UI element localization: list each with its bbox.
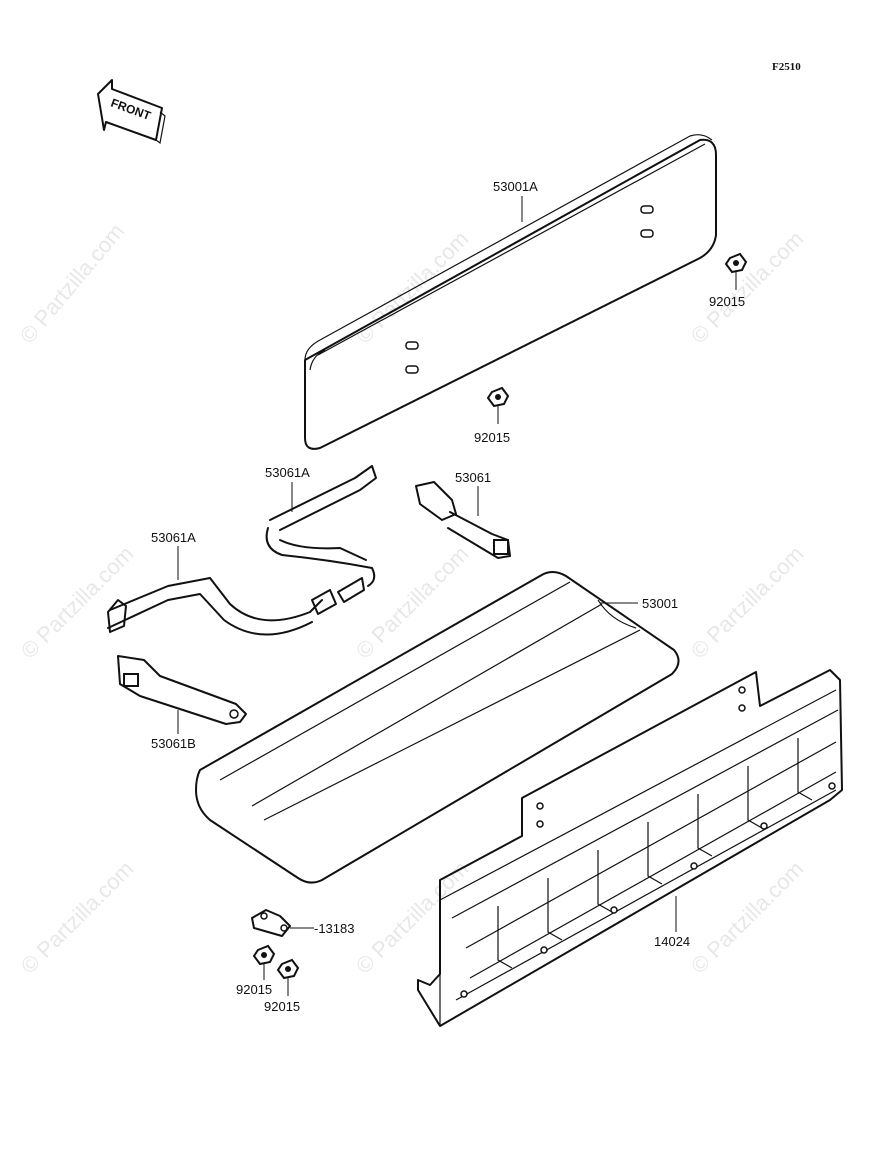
part-label-53061A[interactable]: 53061A bbox=[265, 465, 310, 480]
buckle-53061 bbox=[415, 481, 511, 559]
watermark-top-right: © Partzilla.com bbox=[686, 226, 809, 349]
watermark-mid-right: © Partzilla.com bbox=[686, 541, 809, 664]
part-label-13183[interactable]: -13183 bbox=[314, 921, 354, 936]
part-label-92015[interactable]: 92015 bbox=[264, 999, 300, 1014]
part-label-92015[interactable]: 92015 bbox=[474, 430, 510, 445]
watermark-left: © Partzilla.com bbox=[15, 219, 129, 349]
part-label-53061A[interactable]: 53061A bbox=[151, 530, 196, 545]
seat-cushion bbox=[195, 571, 680, 884]
panel-rib-pattern bbox=[465, 738, 837, 979]
panel-hole-icon bbox=[460, 686, 836, 998]
part-label-53061[interactable]: 53061 bbox=[455, 470, 491, 485]
part-label-53061B[interactable]: 53061B bbox=[151, 736, 196, 751]
panel-14024 bbox=[417, 669, 843, 1027]
watermarks: © Partzilla.com © Partzilla.com © Partzi… bbox=[15, 219, 809, 979]
seat-belt-53061A-lower bbox=[107, 577, 337, 636]
nut-icon bbox=[486, 386, 510, 408]
figure-code: F2510 bbox=[772, 61, 801, 73]
watermark-bottom-left: © Partzilla.com bbox=[16, 856, 139, 979]
nut-icon bbox=[252, 944, 276, 966]
part-label-92015[interactable]: 92015 bbox=[236, 982, 272, 997]
nut-icon bbox=[276, 958, 300, 980]
backrest-stud-icon bbox=[405, 205, 654, 374]
part-label-53001A[interactable]: 53001A bbox=[493, 179, 538, 194]
backrest-cushion bbox=[304, 134, 717, 450]
seat-belt-53061A-upper bbox=[265, 465, 377, 603]
front-arrow-icon: FRONT bbox=[97, 79, 166, 145]
watermark-top-center: © Partzilla.com bbox=[351, 226, 474, 349]
watermark-mid-center: © Partzilla.com bbox=[351, 541, 474, 664]
bracket-13183 bbox=[251, 909, 291, 937]
part-label-14024[interactable]: 14024 bbox=[654, 934, 690, 949]
part-label-92015[interactable]: 92015 bbox=[709, 294, 745, 309]
leader-lines bbox=[177, 196, 737, 996]
watermark-bottom-right: © Partzilla.com bbox=[686, 856, 809, 979]
callouts: 53001A 92015 92015 53061A 53061 53061A 5… bbox=[151, 179, 745, 1014]
watermark-bottom-center: © Partzilla.com bbox=[351, 856, 474, 979]
front-label: FRONT bbox=[109, 96, 153, 124]
nut-icon bbox=[724, 252, 748, 274]
part-label-53001[interactable]: 53001 bbox=[642, 596, 678, 611]
buckle-53061B bbox=[117, 655, 247, 725]
